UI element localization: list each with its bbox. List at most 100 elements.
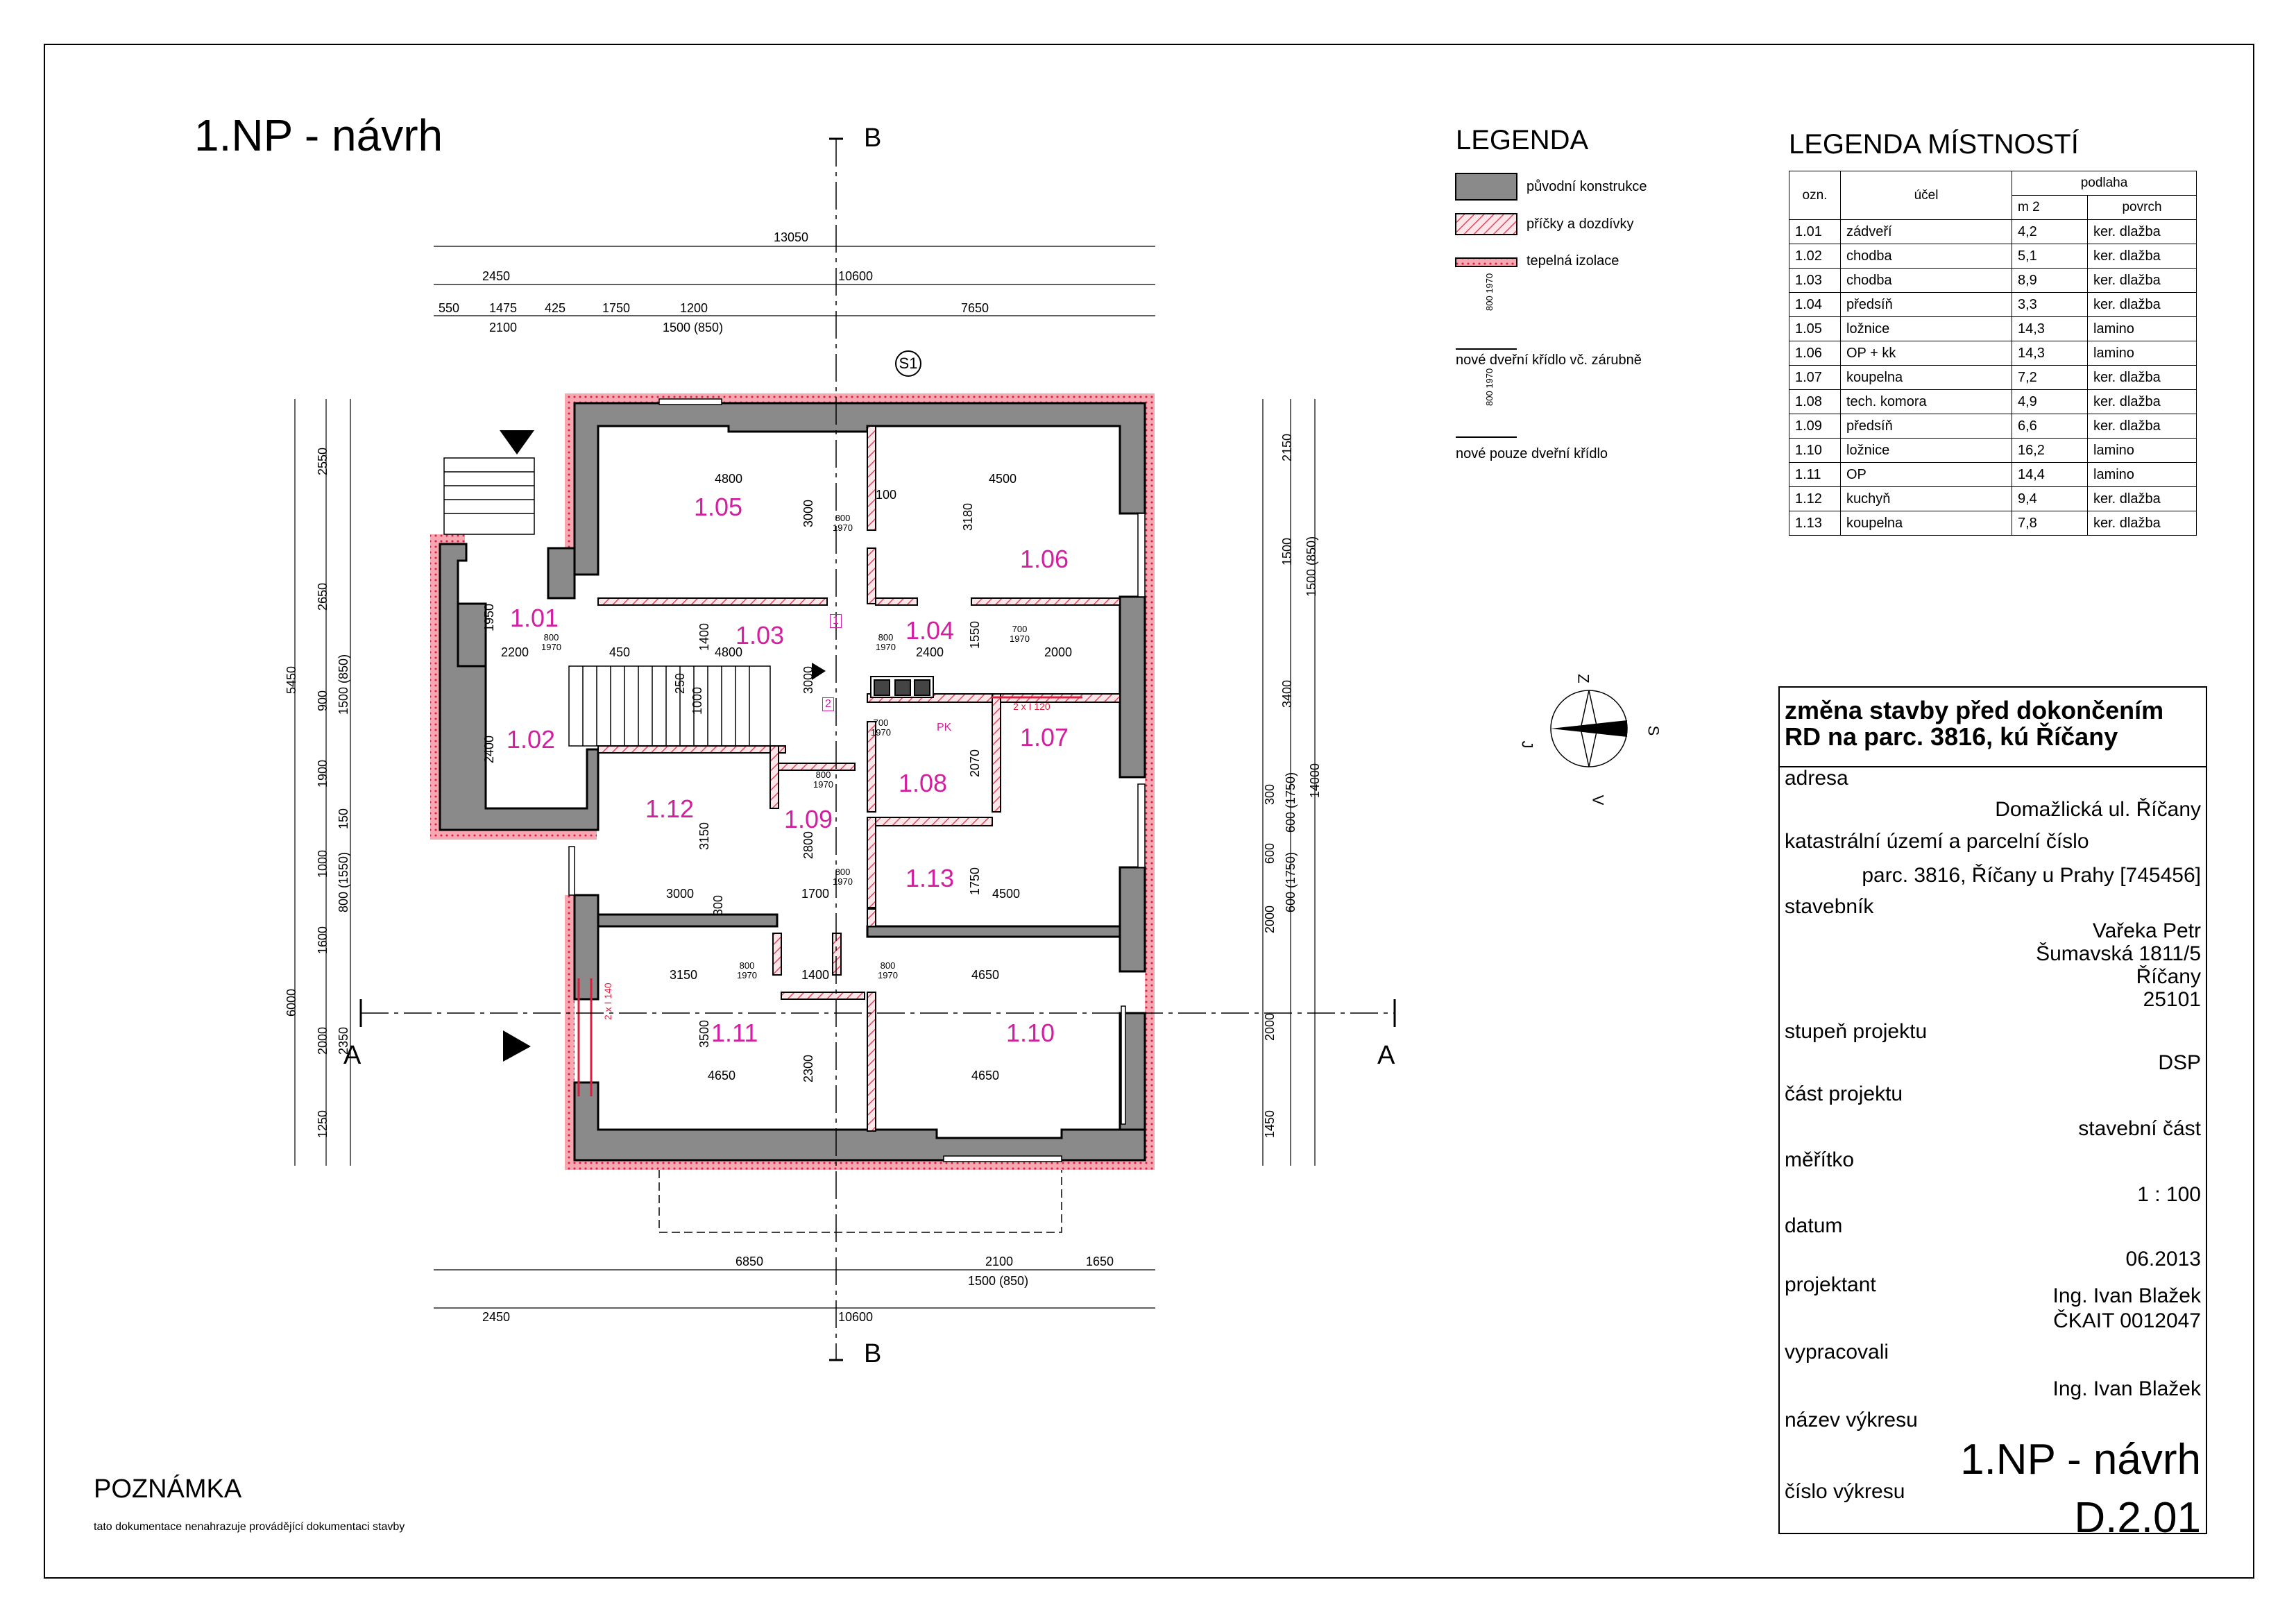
cell-ozn: 1.04 (1789, 292, 1841, 317)
dim-int-4500a: 4500 (989, 472, 1017, 486)
tb-vypracovali-value: Ing. Ivan Blažek (2052, 1377, 2201, 1400)
compass-j: J (1518, 740, 1536, 749)
dim-int-1000: 1000 (690, 686, 704, 715)
dim-left-1900: 1900 (316, 759, 330, 788)
stair-tag-2: 2 (822, 697, 834, 711)
cell-povrch: ker. dlažba (2087, 365, 2197, 390)
cell-ozn: 1.11 (1789, 462, 1841, 487)
legend-swatch-partition (1455, 213, 1517, 235)
cell-povrch: ker. dlažba (2087, 268, 2197, 293)
dim-int-450: 450 (609, 645, 631, 659)
tb-stupen-value: DSP (2158, 1051, 2201, 1074)
tb-nazev-value: 1.NP - návrh (1960, 1436, 2201, 1484)
dim-int-3150b: 3150 (670, 968, 698, 982)
cell-m2: 4,2 (2012, 219, 2088, 244)
cell-m2: 14,3 (2012, 316, 2088, 341)
dim-left-150: 150 (337, 808, 350, 829)
tb-datum-value: 06.2013 (2125, 1248, 2201, 1271)
tb-heading-1: změna stavby před dokončením (1785, 696, 2164, 724)
dim-int-3500: 3500 (697, 1019, 711, 1048)
drawing-title: 1.NP - návrh (194, 110, 443, 160)
insulation-outline (430, 393, 1155, 1170)
dimension-lines (294, 246, 1316, 1309)
room-102: 1.02 (507, 725, 556, 754)
cell-ucel: předsíň (1840, 414, 2012, 439)
section-lines (361, 139, 1395, 1360)
dim-int-4500b: 4500 (992, 887, 1021, 901)
pk-label: PK (937, 722, 952, 733)
compass-z: Z (1574, 674, 1592, 683)
room-108: 1.08 (899, 769, 948, 797)
cell-ozn: 1.05 (1789, 316, 1841, 341)
cell-ucel: chodba (1840, 244, 2012, 269)
hdr-ucel: účel (1840, 171, 2012, 220)
chimney-block (870, 676, 934, 698)
tb-katastr-value: parc. 3816, Říčany u Prahy [745456] (1862, 864, 2201, 887)
room-105: 1.05 (694, 493, 743, 521)
tb-cislo-value: D.2.01 (2074, 1494, 2201, 1542)
title-block-frame (1778, 686, 2207, 1534)
dim-int-3180: 3180 (961, 502, 975, 531)
dim-left-1000: 1000 (316, 849, 330, 878)
dim-left-1600: 1600 (316, 926, 330, 954)
cell-ucel: zádveří (1840, 219, 2012, 244)
dim-int-1700: 1700 (801, 887, 830, 901)
cell-ucel: koupelna (1840, 511, 2012, 536)
dim-int-4800a: 4800 (715, 472, 743, 486)
sheet-border (44, 44, 2254, 1579)
dim-left-2550: 2550 (316, 447, 330, 475)
dim-int-1400b: 1400 (801, 968, 830, 982)
cell-povrch: lamino (2087, 438, 2197, 463)
section-a-right: A (1377, 1041, 1395, 1070)
dim-right-2000a: 2000 (1263, 905, 1277, 933)
dim-right-2150: 2150 (1280, 433, 1294, 461)
stair-tag-1: 1 (830, 614, 842, 628)
hdr-ozn: ozn. (1789, 171, 1841, 220)
cell-ucel: předsíň (1840, 292, 2012, 317)
legend-door-tag-2: 800 1970 (1484, 368, 1495, 406)
cell-povrch: ker. dlažba (2087, 511, 2197, 536)
cell-povrch: ker. dlažba (2087, 389, 2197, 414)
dim-left-1250: 1250 (316, 1110, 330, 1138)
dim-right-300: 300 (1263, 783, 1277, 805)
dim-int-2400b: 2400 (482, 735, 496, 763)
dim-right-1500-850: 1500 (850) (1304, 536, 1318, 597)
dim-top-2100: 2100 (489, 321, 518, 334)
dim-bot-10600: 10600 (838, 1310, 874, 1324)
legend-swatch-insulation (1455, 257, 1517, 267)
cell-povrch: ker. dlažba (2087, 244, 2197, 269)
cell-ozn: 1.07 (1789, 365, 1841, 390)
dim-right-14000: 14000 (1308, 763, 1322, 798)
dim-bot-1500-850: 1500 (850) (968, 1274, 1029, 1288)
tb-nazev-label: název výkresu (1785, 1409, 1918, 1431)
compass-v: V (1589, 794, 1607, 806)
dim-left-2000: 2000 (316, 1026, 330, 1055)
dim-top-7650: 7650 (961, 301, 989, 315)
tb-projektant-label: projektant (1785, 1273, 1876, 1296)
section-b-top: B (864, 124, 882, 153)
cell-m2: 6,6 (2012, 414, 2088, 439)
dim-top-1475: 1475 (489, 301, 518, 315)
dim-int-4650a: 4650 (971, 968, 1000, 982)
cell-m2: 14,4 (2012, 462, 2088, 487)
dim-top-13050: 13050 (774, 230, 809, 244)
cell-ozn: 1.09 (1789, 414, 1841, 439)
dim-right-600-1750b: 600 (1750) (1284, 851, 1298, 912)
dim-left-2350: 2350 (337, 1026, 350, 1055)
room-107: 1.07 (1020, 723, 1069, 751)
dim-int-2400a: 2400 (916, 645, 944, 659)
dim-right-1450: 1450 (1263, 1110, 1277, 1138)
tb-katastr-label: katastrální území a parcelní číslo (1785, 830, 2089, 853)
room-104: 1.04 (905, 616, 955, 645)
cell-ozn: 1.02 (1789, 244, 1841, 269)
cell-povrch: ker. dlažba (2087, 414, 2197, 439)
tb-meritko-value: 1 : 100 (2137, 1183, 2201, 1206)
lintel-label-1: 2 x I 120 (1013, 701, 1051, 712)
